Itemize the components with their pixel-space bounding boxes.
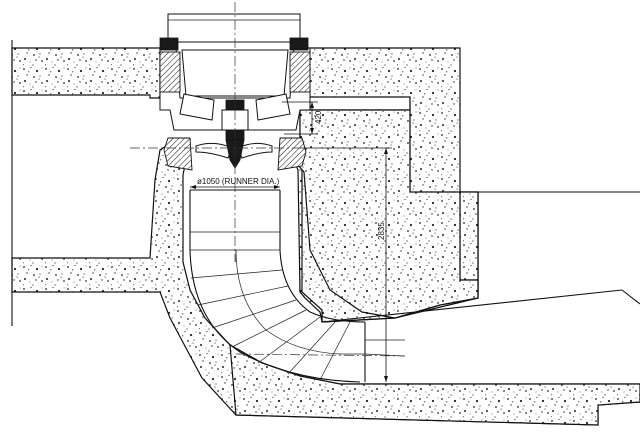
flange-bolts-left <box>159 37 179 51</box>
elbow-seg-7 <box>319 321 351 381</box>
elbow-seg-3 <box>211 299 297 329</box>
runner-blade-left <box>195 142 233 159</box>
runner-dia-label: ø1050 (RUNNER DIA.) <box>197 177 280 186</box>
generator-top-cover <box>167 13 301 43</box>
dim-2835-label: 2835 <box>377 222 386 240</box>
guide-vane-left <box>179 93 215 121</box>
discharge-ring-right <box>277 137 307 171</box>
draft-tube-outer-left <box>189 190 361 383</box>
elbow-seg-4 <box>231 309 307 348</box>
seal-hatch-left <box>159 51 181 93</box>
dim-420-arrow-bottom <box>310 128 314 134</box>
runner-blade-right <box>237 142 273 159</box>
elbow-seg-2 <box>197 285 289 306</box>
seal-hatch-right <box>289 51 311 93</box>
concrete-upper-slab-left <box>11 47 161 99</box>
runner-dia-arrow-right <box>274 185 280 189</box>
draft-tube-inner-right <box>279 190 366 323</box>
discharge-ring-left <box>163 137 193 171</box>
elbow-mid-curve <box>235 249 365 355</box>
elbow-seg-5 <box>257 316 321 364</box>
dim-2835-arrow-top <box>384 148 388 154</box>
tailrace-ceiling-slope <box>321 289 623 323</box>
elbow-seg-1 <box>190 269 283 279</box>
outlet-centerline <box>235 353 406 357</box>
tailrace-ceiling-end <box>621 289 640 305</box>
flange-bolts-right <box>289 37 309 51</box>
runner-dia-arrow-left <box>190 185 196 189</box>
dim-420-arrow-top <box>310 102 314 108</box>
dim-2835-arrow-bottom <box>384 376 388 382</box>
guide-vane-right <box>255 93 291 121</box>
elbow-seg-6 <box>287 320 337 375</box>
dim-420-label: 420 <box>314 110 323 124</box>
concrete-tailrace-floor <box>229 343 640 426</box>
